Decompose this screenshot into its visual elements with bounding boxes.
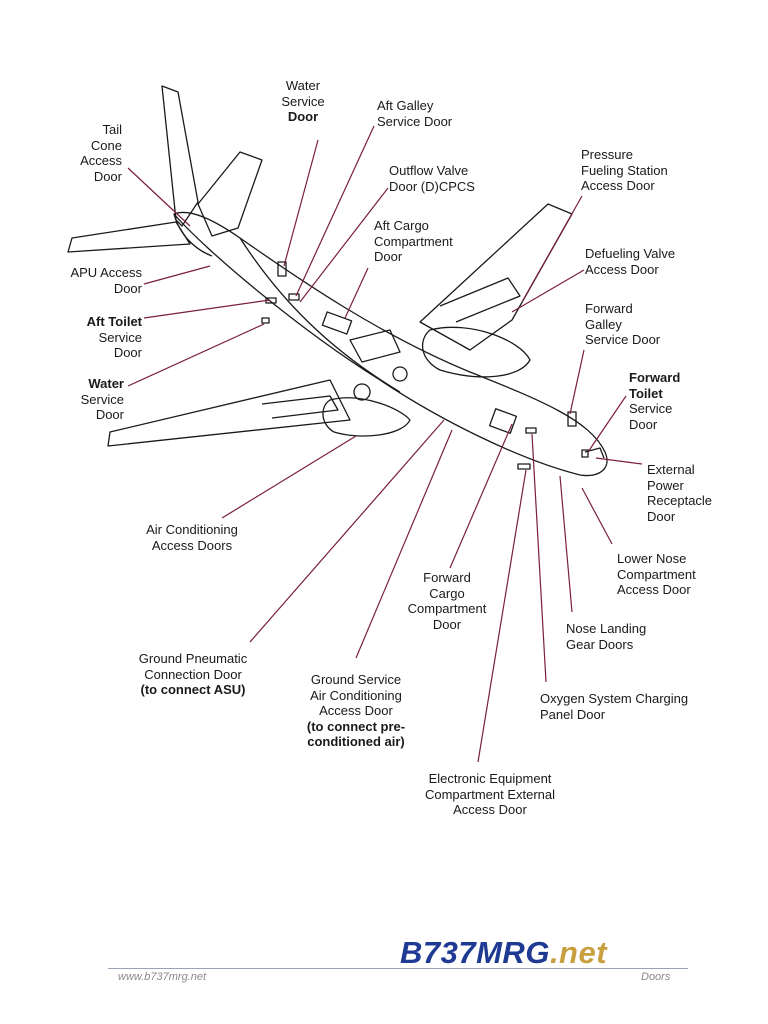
label-line: Door (113, 280, 142, 296)
label-line: Forward (423, 570, 471, 585)
label-line: Door (D)CPCS (389, 178, 475, 194)
label-line: Service (281, 93, 325, 109)
label-line: Access Doors (151, 537, 233, 553)
label-line: Gear Doors (566, 636, 634, 652)
site-logo: B737MRG.net (400, 936, 690, 970)
label-line: (to connect ASU) (140, 682, 246, 697)
label-line: Door (629, 416, 658, 432)
label-line: Oxygen System Charging (540, 691, 689, 706)
label-line: Pressure (581, 147, 634, 162)
label-line: Fueling Station (581, 162, 668, 178)
label-line: External (647, 462, 695, 477)
label-line: (to connect pre- (306, 718, 406, 734)
label-aft-toilet-service-door: Aft Toilet Service Door (46, 314, 142, 361)
label-pressure-fueling-station: Pressure Fueling Station Access Door (581, 147, 668, 194)
label-line: Cargo (429, 585, 465, 601)
label-electronic-equipment-compartment-door: Electronic Equipment Compartment Externa… (404, 771, 576, 818)
label-line: Access Door (453, 802, 527, 817)
label-water-service-door-top: Water Service Door (268, 78, 338, 125)
label-line: Door (287, 109, 319, 124)
label-air-conditioning-access-doors: Air Conditioning Access Doors (120, 522, 264, 553)
label-line: Aft Cargo (374, 218, 429, 233)
label-line: Toilet (629, 385, 663, 401)
label-apu-access-door: APU Access Door (46, 265, 142, 296)
label-line: Access Door (581, 178, 655, 193)
label-line: Service (80, 391, 124, 407)
label-line: Forward (585, 301, 633, 316)
label-line: Door (95, 407, 124, 422)
label-line: Cone (90, 137, 122, 153)
label-line: Access Door (585, 261, 659, 277)
label-nose-landing-gear-doors: Nose Landing Gear Doors (566, 621, 646, 652)
logo-main-text: B737MRG (400, 935, 550, 970)
label-line: Ground Service (310, 672, 402, 687)
label-line: Service Door (377, 113, 453, 129)
label-line: APU Access (70, 265, 142, 280)
label-external-power-receptacle-door: External Power Receptacle Door (647, 462, 712, 524)
label-aft-galley-service-door: Aft Galley Service Door (377, 98, 452, 129)
label-line: Aft Toilet (86, 314, 142, 329)
label-line: Water (285, 78, 321, 93)
label-line: Service (629, 401, 673, 416)
label-line: Door (113, 345, 142, 360)
label-line: Lower Nose (617, 551, 687, 566)
label-line: Receptacle (647, 493, 713, 508)
label-line: Defueling Valve (585, 246, 676, 261)
label-line: Electronic Equipment (428, 771, 552, 786)
logo-tld-text: .net (549, 935, 608, 970)
label-forward-toilet-service-door: Forward Toilet Service Door (629, 370, 680, 432)
label-line: Door (647, 508, 676, 524)
label-line: Compartment (407, 601, 487, 616)
label-line: Nose Landing (566, 621, 647, 636)
label-line: Service (98, 329, 142, 345)
footer-section-title: Doors (641, 971, 671, 983)
label-outflow-valve-door: Outflow Valve Door (D)CPCS (389, 163, 475, 194)
label-line: Air Conditioning (146, 522, 238, 537)
label-line: Door (432, 616, 462, 632)
label-line: Access (80, 153, 122, 168)
label-line: Access Door (319, 703, 393, 718)
label-lower-nose-compartment-door: Lower Nose Compartment Access Door (617, 551, 696, 598)
label-line: Power (647, 477, 684, 493)
label-line: Aft Galley (377, 98, 434, 113)
aircraft-outline (67, 85, 608, 477)
label-line: Door (93, 168, 122, 184)
label-line: Access Door (617, 582, 691, 597)
label-line: conditioned air) (307, 734, 405, 749)
label-water-service-door-left: Water Service Door (46, 376, 124, 423)
label-line: Door (374, 249, 403, 264)
label-line: Service Door (585, 332, 661, 347)
label-line: Compartment (617, 566, 696, 582)
label-line: Compartment External (424, 786, 556, 802)
label-defueling-valve-door: Defueling Valve Access Door (585, 246, 675, 277)
label-line: Forward (629, 370, 681, 385)
label-oxygen-system-charging-panel-door: Oxygen System Charging Panel Door (540, 691, 688, 722)
label-ground-service-air-conditioning-door: Ground Service Air Conditioning Access D… (290, 672, 422, 750)
label-line: Panel Door (540, 706, 606, 722)
label-line: Outflow Valve (389, 163, 469, 178)
label-line: Ground Pneumatic (138, 651, 248, 666)
leader-lines (127, 125, 643, 763)
footer-url: www.b737mrg.net (118, 971, 207, 983)
label-ground-pneumatic-connection-door: Ground Pneumatic Connection Door (to con… (120, 651, 266, 698)
label-forward-galley-service-door: Forward Galley Service Door (585, 301, 660, 348)
footer-divider (108, 968, 688, 969)
label-line: Connection Door (144, 666, 242, 682)
label-line: Galley (585, 316, 622, 332)
label-aft-cargo-compartment-door: Aft Cargo Compartment Door (374, 218, 453, 265)
label-line: Tail (102, 122, 122, 137)
label-tail-cone-access-door: Tail Cone Access Door (52, 122, 122, 184)
label-line: Compartment (374, 233, 453, 249)
label-line: Water (88, 376, 124, 391)
label-forward-cargo-compartment-door: Forward Cargo Compartment Door (397, 570, 497, 632)
label-line: Air Conditioning (310, 687, 402, 703)
